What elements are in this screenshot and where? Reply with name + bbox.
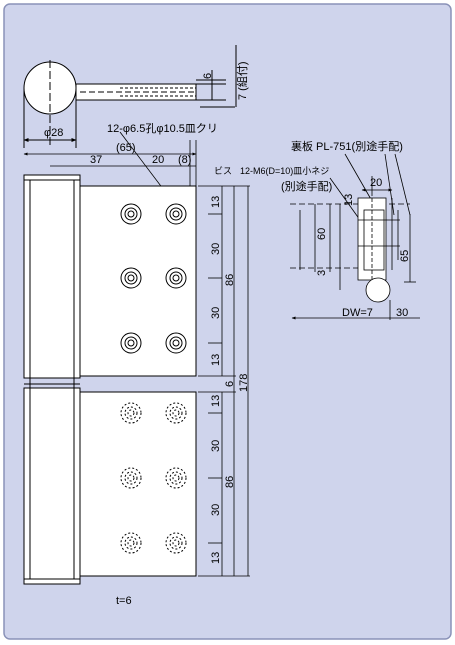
backplate-label: 裏板 PL-751(別途手配): [291, 139, 403, 153]
front-top-dims: [23, 131, 197, 207]
hole: [165, 532, 187, 554]
hole: [120, 402, 142, 424]
screw-label: ビス: [214, 166, 232, 176]
dim-diameter-28: φ28: [44, 127, 63, 139]
hole: [165, 203, 187, 225]
dim-86-upper: 86: [224, 274, 236, 286]
hinge-barrel: [23, 174, 81, 585]
hole-spec-label: 12-φ6.5孔φ10.5皿クリ: [107, 122, 218, 135]
hole: [120, 332, 142, 354]
dim-right-6: 13: [210, 395, 222, 407]
lower-leaf: [79, 391, 197, 577]
hole: [120, 203, 142, 225]
side-dim-30: 30: [396, 307, 408, 319]
hole: [120, 467, 142, 489]
dim-right-7: 30: [210, 440, 222, 452]
side-view: [290, 153, 420, 320]
dim-right-9: 13: [210, 552, 222, 564]
right-dims: [198, 185, 250, 577]
dim-86-lower: 86: [224, 476, 236, 488]
hole: [120, 267, 142, 289]
dim-right-5: 6: [224, 381, 236, 387]
side-dim-13: 13: [343, 194, 355, 206]
side-dim-65: 65: [399, 250, 411, 262]
dim-178: 178: [238, 374, 250, 392]
hole: [165, 267, 187, 289]
thickness-label: t=6: [116, 595, 132, 607]
dim-7-assembly: 7 (組付): [236, 62, 249, 101]
side-dim-60: 60: [316, 228, 328, 240]
hole: [165, 467, 187, 489]
dim-right-1: 13: [210, 196, 222, 208]
dim-65-front: (65): [116, 142, 136, 154]
dim-right-2: 30: [210, 243, 222, 255]
hole: [165, 332, 187, 354]
dim-right-4: 13: [210, 354, 222, 366]
dim-right-3: 30: [210, 307, 222, 319]
upper-holes: [120, 203, 187, 354]
lower-holes: [120, 402, 187, 554]
dim-6-top: 6: [202, 73, 214, 79]
side-dim-3: 3: [316, 270, 328, 276]
top-view: [23, 45, 237, 148]
dim-20-front: 20: [152, 154, 164, 166]
side-dim-20: 20: [370, 177, 382, 189]
dim-right-8: 30: [210, 504, 222, 516]
dim-37: 37: [90, 154, 102, 166]
dim-8: (8): [178, 154, 191, 166]
hole: [165, 402, 187, 424]
screw-note-label: (別途手配): [281, 179, 332, 193]
hole: [120, 532, 142, 554]
screw-spec-label: 12-M6(D=10)皿小ネジ: [240, 166, 329, 176]
side-dim-dw: DW=7: [342, 307, 373, 319]
